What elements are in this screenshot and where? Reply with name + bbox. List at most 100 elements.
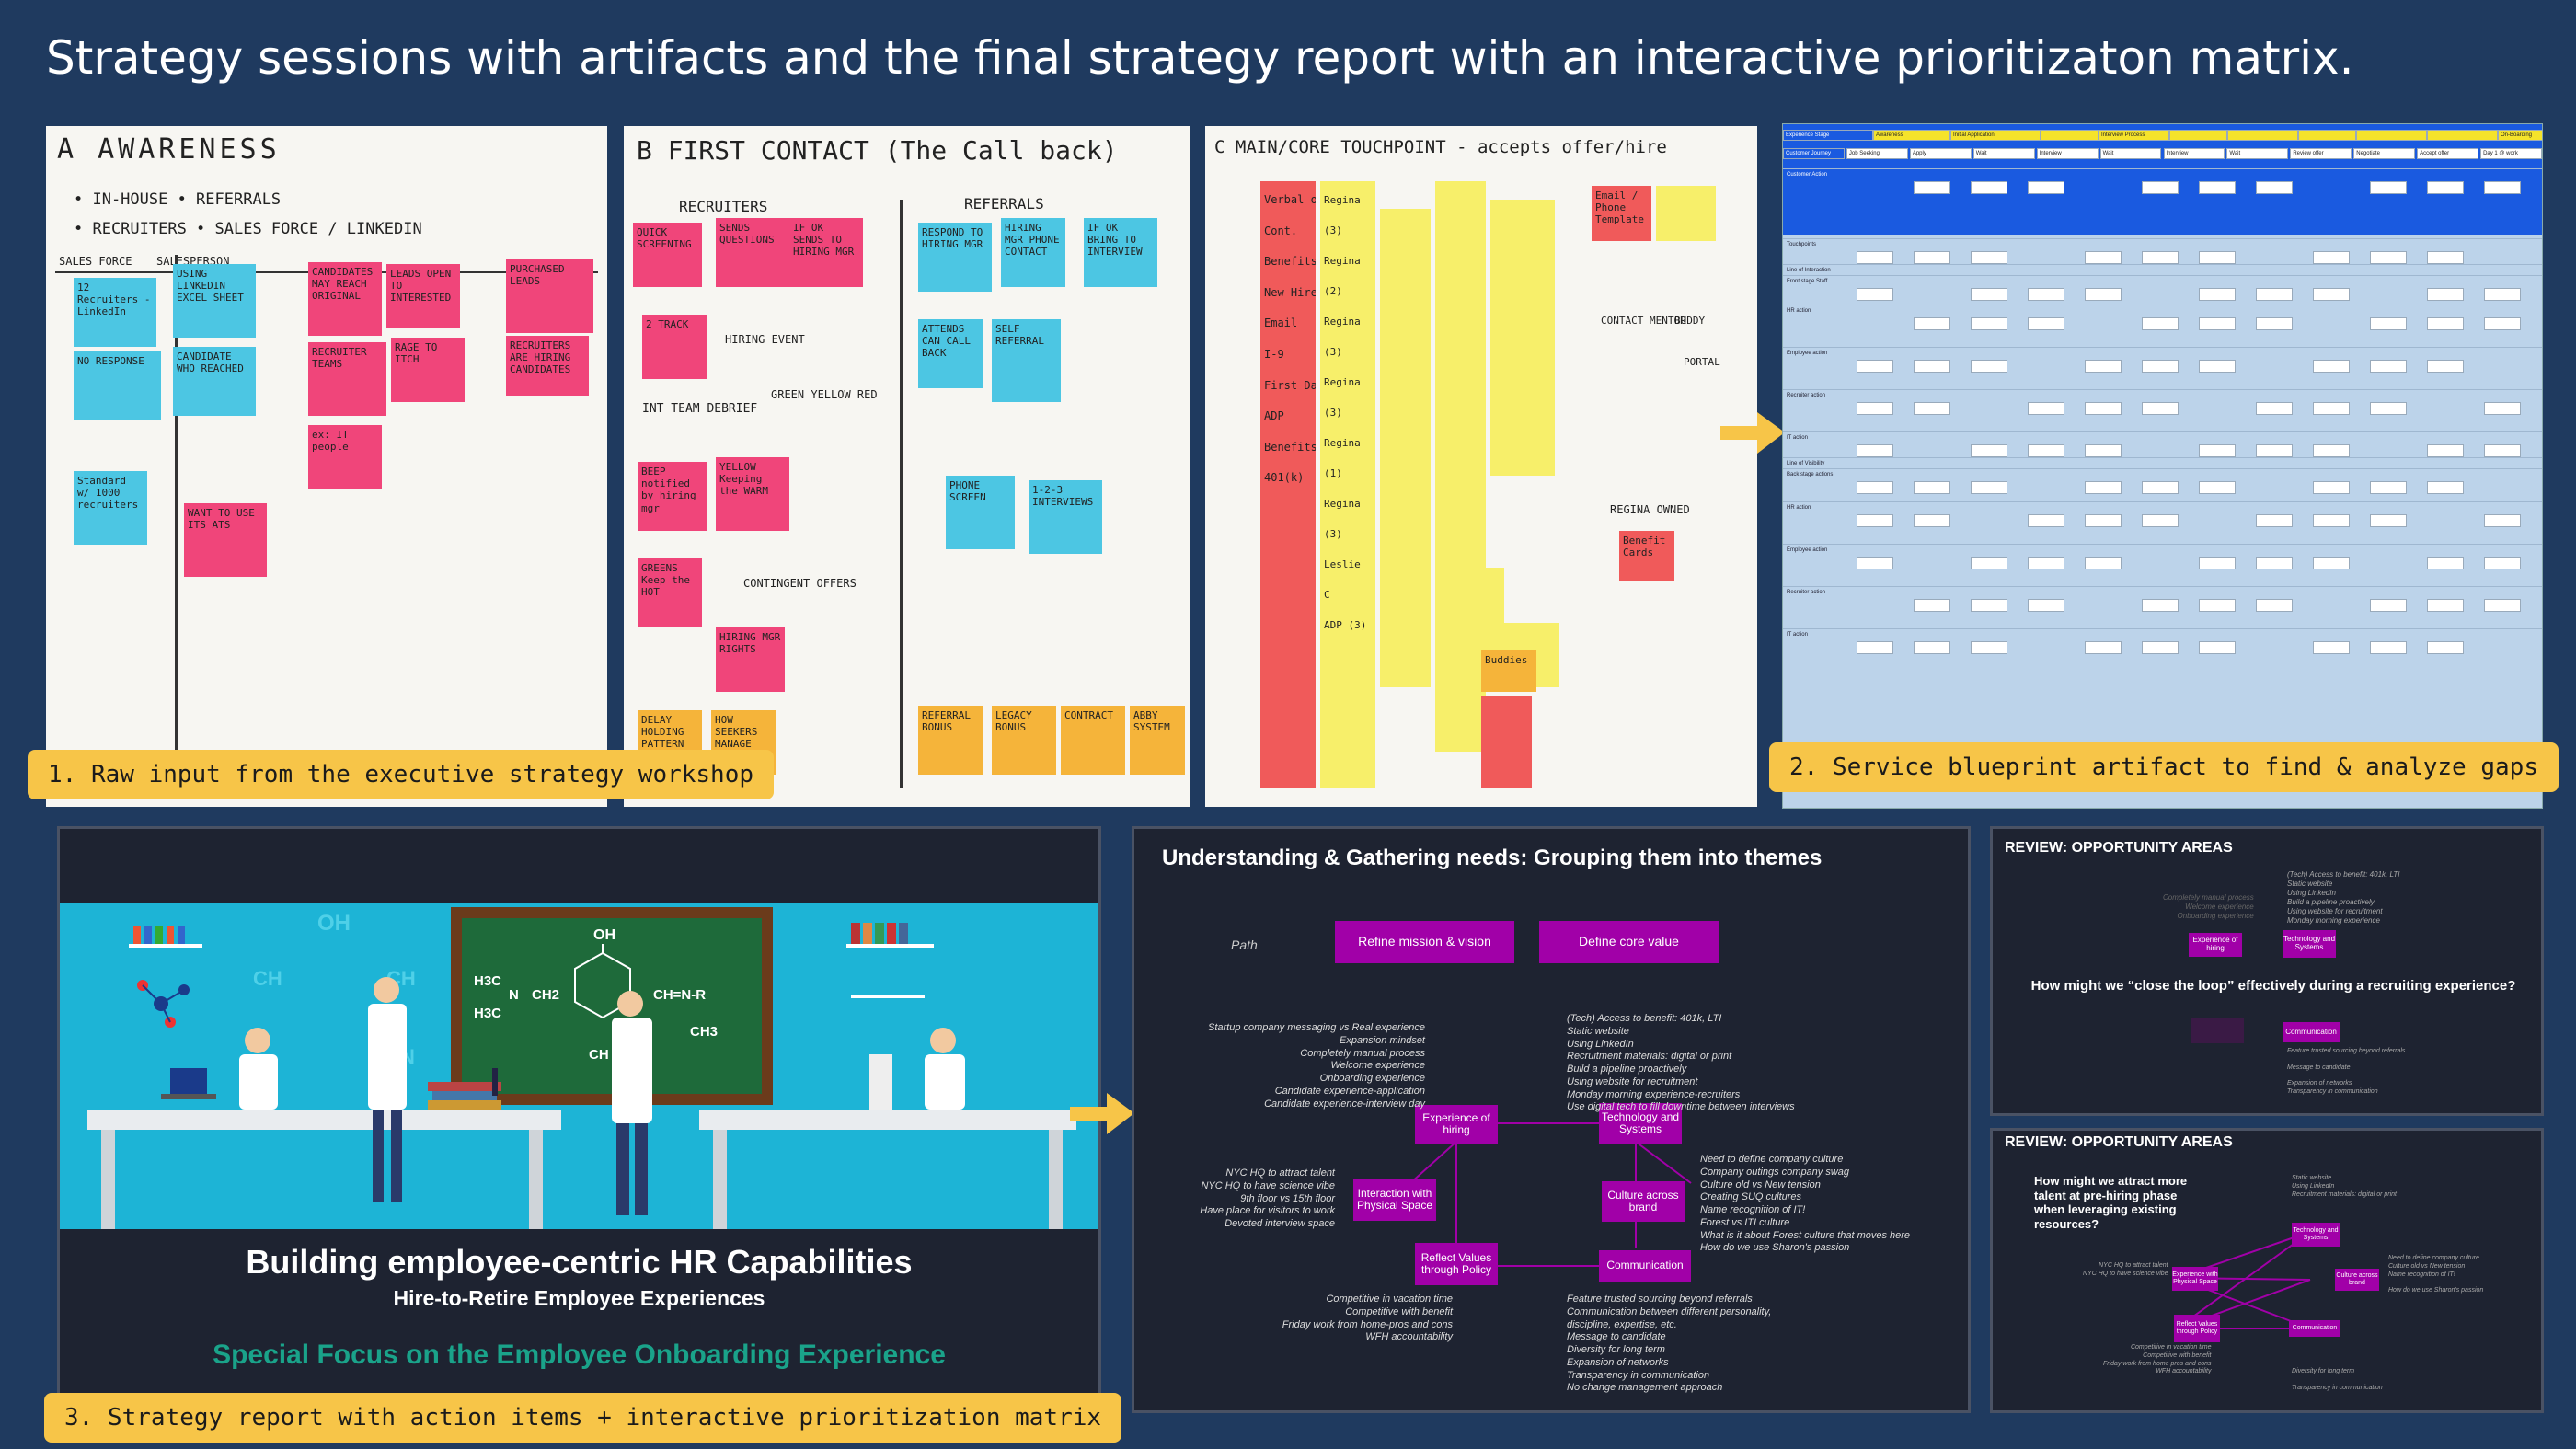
blueprint-cell xyxy=(1914,181,1950,194)
sticky-note xyxy=(1481,696,1532,788)
board-a-divider xyxy=(175,255,178,779)
theme-text-culture: Need to define company culture Company o… xyxy=(1700,1154,1911,1254)
blueprint-stage xyxy=(2227,130,2298,141)
board-a-line-2: • RECRUITERS • SALES FORCE / LINKEDIN xyxy=(74,220,422,238)
blueprint-step: Negotiate xyxy=(2353,148,2416,159)
formula-ch3: CH3 xyxy=(690,1024,718,1040)
review1-text-1: (Tech) Access to benefit: 401k, LTI Stat… xyxy=(2287,870,2400,925)
blueprint-cell xyxy=(2370,317,2407,330)
board-a-col-1: SALES FORCE xyxy=(59,255,132,268)
review2-node-reflect[interactable]: Reflect Values through Policy xyxy=(2174,1315,2220,1342)
blueprint-cell xyxy=(2085,402,2122,415)
formula-h3c-1: H3C xyxy=(474,973,501,989)
blueprint-cell xyxy=(2199,181,2236,194)
blueprint-cell xyxy=(1971,251,2007,264)
sticky-note: USING LINKEDIN EXCEL SHEET xyxy=(173,264,256,338)
blueprint-cell xyxy=(2028,402,2064,415)
blueprint-step: Accept offer xyxy=(2417,148,2479,159)
board-c-regina-owned: REGINA OWNED xyxy=(1610,503,1690,516)
blueprint-cell xyxy=(2142,481,2179,494)
blueprint-cell xyxy=(2199,641,2236,654)
board-b-divider xyxy=(900,200,903,788)
blueprint-step: Apply xyxy=(1909,148,1972,159)
theme-experience-of-hiring[interactable]: Experience of hiring xyxy=(1415,1105,1498,1144)
blueprint-cell xyxy=(2028,288,2064,301)
blueprint-step: Interview xyxy=(2163,148,2225,159)
sticky-note: 1-2-3 INTERVIEWS xyxy=(1029,480,1102,554)
lab-illustration: OH CH CH N OH H3C N CH2 CH=N-R H3C CH CH… xyxy=(87,907,1076,1229)
blueprint-cell xyxy=(2256,317,2293,330)
blueprint-cell xyxy=(2085,360,2122,373)
blueprint-cell xyxy=(2142,181,2179,194)
review2-node-physical-space[interactable]: Experience with Physical Space xyxy=(2172,1267,2218,1291)
sticky-note: HIRING MGR RIGHTS xyxy=(716,627,785,692)
theme-technology-systems[interactable]: Technology and Systems xyxy=(1599,1103,1682,1144)
blueprint-cell xyxy=(1914,481,1950,494)
blueprint-cell xyxy=(1971,599,2007,612)
board-c-header: C MAIN/CORE TOUCHPOINT - accepts offer/h… xyxy=(1214,137,1667,157)
bg-formula-ch: CH xyxy=(253,967,282,990)
review1-node-technology[interactable]: Technology and Systems xyxy=(2283,930,2336,958)
blueprint-cell xyxy=(2142,360,2179,373)
blueprint-cell xyxy=(2199,557,2236,569)
blueprint-cell xyxy=(2256,402,2293,415)
blueprint-cell xyxy=(2085,514,2122,527)
review2-node-technology[interactable]: Technology and Systems xyxy=(2292,1223,2340,1247)
theme-culture-across-brand[interactable]: Culture across brand xyxy=(1602,1181,1685,1222)
board-b-hiring-event: HIRING EVENT xyxy=(725,333,805,346)
blueprint-cell xyxy=(2370,181,2407,194)
blueprint-cell xyxy=(1971,317,2007,330)
blueprint-cell xyxy=(2199,599,2236,612)
blueprint-cell xyxy=(2028,557,2064,569)
theme-reflect-values-policy[interactable]: Reflect Values through Policy xyxy=(1415,1243,1498,1285)
review2-question: How might we attract more talent at pre-… xyxy=(2034,1174,2188,1231)
sticky-note: LEADS OPEN TO INTERESTED xyxy=(386,264,460,328)
review2-node-communication[interactable]: Communication xyxy=(2289,1320,2340,1337)
blueprint-cell xyxy=(2028,599,2064,612)
sticky-strip-yellow-1: Regina (3)Regina (2)Regina (3)Regina (3)… xyxy=(1320,181,1375,788)
theme-connectors xyxy=(1409,1122,1692,1267)
blueprint-cell xyxy=(2370,641,2407,654)
blueprint-cell xyxy=(2028,317,2064,330)
blueprint-cell xyxy=(2484,599,2521,612)
theme-communication[interactable]: Communication xyxy=(1599,1250,1691,1282)
blueprint-cell xyxy=(2199,444,2236,457)
theme-interaction-physical-space[interactable]: Interaction with Physical Space xyxy=(1353,1179,1436,1221)
board-c-portal: PORTAL xyxy=(1684,356,1720,368)
blueprint-cell xyxy=(2427,288,2464,301)
sticky-note: IF OK BRING TO INTERVIEW xyxy=(1084,218,1157,287)
review2-title: REVIEW: OPPORTUNITY AREAS xyxy=(2005,1134,2233,1150)
blueprint-cell xyxy=(2028,514,2064,527)
board-a-header: A AWARENESS xyxy=(57,133,281,166)
blueprint-cell xyxy=(2085,251,2122,264)
blueprint-row-label: Touchpoints xyxy=(1787,242,1817,247)
review2-node-culture[interactable]: Culture across brand xyxy=(2335,1269,2379,1291)
path-define-core-value[interactable]: Define core value xyxy=(1539,921,1719,963)
sticky-note: NO RESPONSE xyxy=(74,351,161,420)
formula-h3c-2: H3C xyxy=(474,1006,501,1021)
caption-service-blueprint: 2. Service blueprint artifact to find & … xyxy=(1769,742,2559,792)
blueprint-cell xyxy=(2028,181,2064,194)
review1-node-experience[interactable]: Experience of hiring xyxy=(2189,933,2242,957)
blueprint-row-label: Customer Action xyxy=(1787,172,1828,178)
theme-text-interaction: NYC HQ to attract talent NYC HQ to have … xyxy=(1200,1167,1335,1229)
path-refine-mission[interactable]: Refine mission & vision xyxy=(1335,921,1514,963)
sticky-note: Benefit Cards xyxy=(1619,531,1674,581)
sticky-note: YELLOW Keeping the WARM xyxy=(716,457,789,531)
blueprint-cell xyxy=(2427,481,2464,494)
blueprint-cell xyxy=(2427,641,2464,654)
review1-title: REVIEW: OPPORTUNITY AREAS xyxy=(2005,840,2233,856)
blueprint-cell xyxy=(2370,251,2407,264)
blueprint-cell xyxy=(1857,402,1893,415)
review1-node-communication[interactable]: Communication xyxy=(2283,1022,2340,1042)
blueprint-cell xyxy=(2484,288,2521,301)
sticky-strip-yellow-3 xyxy=(1435,181,1486,752)
blueprint-cell xyxy=(2085,481,2122,494)
blueprint-stage xyxy=(2041,130,2099,141)
board-c-mentor: CONTACT MENTOR xyxy=(1601,315,1686,327)
blueprint-stage: On-Boarding xyxy=(2498,130,2542,141)
review1-question: How might we “close the loop” effectivel… xyxy=(2030,978,2516,994)
blueprint-row-line xyxy=(1783,468,2542,469)
